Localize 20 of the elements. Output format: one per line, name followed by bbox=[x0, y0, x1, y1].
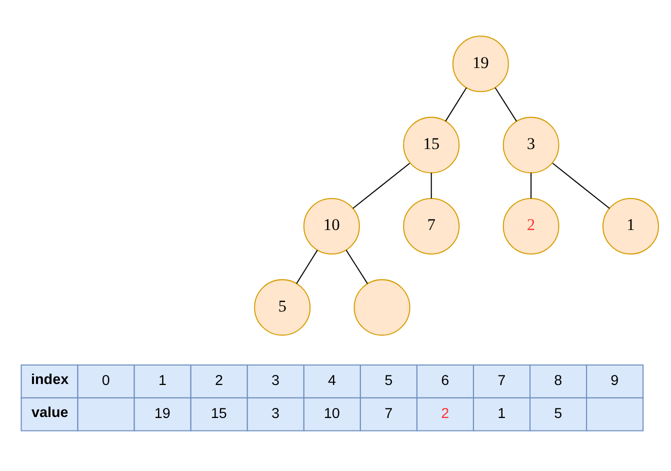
label: index bbox=[31, 372, 69, 388]
label: value bbox=[32, 405, 68, 422]
label: 8 bbox=[554, 373, 562, 390]
label: 19 bbox=[154, 406, 170, 422]
label: 7 bbox=[384, 406, 393, 422]
label: 15 bbox=[210, 406, 227, 422]
label: 9 bbox=[610, 373, 619, 390]
label: 5 bbox=[384, 373, 393, 390]
label: 5 bbox=[554, 406, 562, 422]
label: 6 bbox=[441, 373, 450, 390]
label: 1 bbox=[498, 406, 506, 422]
label: 2 bbox=[441, 406, 450, 422]
label: 0 bbox=[102, 373, 110, 390]
label: 1 bbox=[158, 373, 166, 390]
label: 3 bbox=[272, 406, 280, 422]
label: 7 bbox=[498, 373, 506, 390]
label: 2 bbox=[214, 373, 223, 390]
label: 4 bbox=[328, 373, 336, 390]
label: 3 bbox=[272, 373, 280, 390]
label: 10 bbox=[324, 406, 340, 422]
